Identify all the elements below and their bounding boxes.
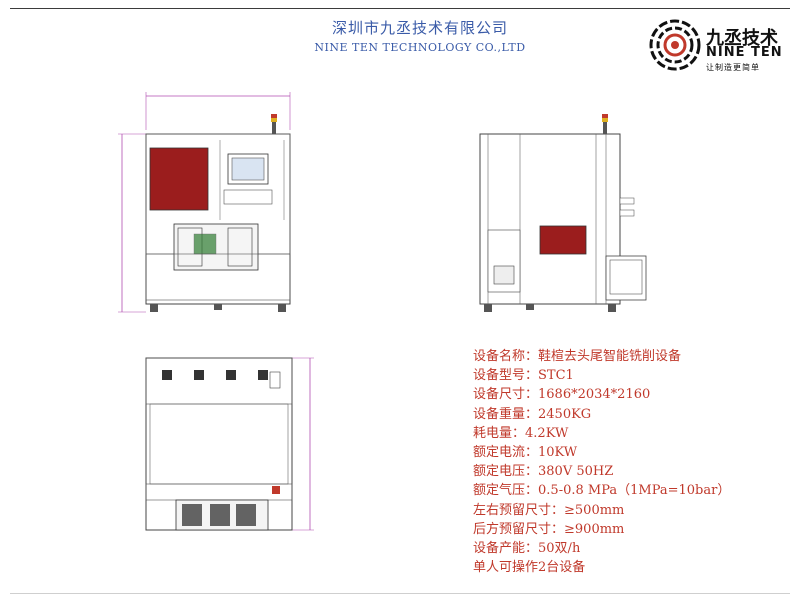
- spec-row: 设备型号：STC1: [473, 368, 574, 384]
- spec-row: 左右预留尺寸：≥500mm: [473, 502, 625, 518]
- spiral-logo-icon: [649, 19, 701, 71]
- spec-row: 设备尺寸：1686*2034*2160: [473, 387, 651, 403]
- spec-row: 额定气压：0.5-0.8 MPa（1MPa=10bar）: [473, 483, 731, 499]
- spec-row: 设备名称：鞋楦去头尾智能铣削设备: [473, 349, 682, 364]
- company-name-en: NINE TEN TECHNOLOGY CO.,LTD: [314, 41, 526, 54]
- spec-row: 后方预留尺寸：≥900mm: [473, 521, 625, 537]
- logo-text-en: NINE TEN: [706, 45, 783, 60]
- spec-row: 额定电流：10KW: [473, 445, 578, 461]
- logo-text-cn: 九丞技术: [706, 28, 778, 49]
- bottom-border-line: [10, 593, 790, 594]
- spec-row: 设备产能：50双/h: [473, 541, 581, 557]
- company-logo: 九丞技术 NINE TEN 让制造更简单: [648, 18, 788, 74]
- spec-row: 设备重量：2450KG: [473, 406, 592, 422]
- company-title: 深圳市九丞技术有限公司 NINE TEN TECHNOLOGY CO.,LTD: [0, 17, 800, 54]
- top-view-drawing: [132, 352, 322, 537]
- top-border-line: [10, 8, 790, 9]
- spec-list: 设备名称：鞋楦去头尾智能铣削设备 设备型号：STC1 设备尺寸：1686*203…: [473, 347, 793, 577]
- spec-row: 耗电量：4.2KW: [473, 425, 569, 441]
- front-view-drawing: [118, 90, 298, 320]
- spec-row: 单人可操作2台设备: [473, 560, 586, 576]
- logo-tagline: 让制造更简单: [706, 63, 760, 72]
- side-view-drawing: [470, 110, 660, 320]
- company-name-cn: 深圳市九丞技术有限公司: [331, 19, 508, 37]
- spec-row: 额定电压：380V 50HZ: [473, 464, 614, 480]
